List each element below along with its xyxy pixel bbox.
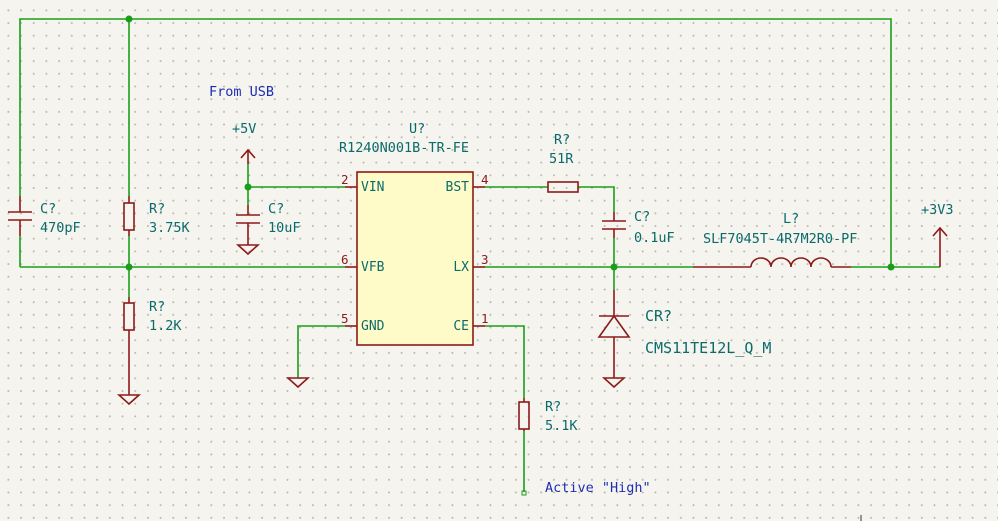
- note-active-high: Active "High": [545, 480, 651, 496]
- ground-symbol: [285, 377, 311, 389]
- wire-gnd-pin[interactable]: [297, 325, 345, 378]
- ic-regulator[interactable]: U? R1240N001B-TR-FE 2 6 5 4 3 1 VIN VFB …: [339, 121, 489, 346]
- power-flag-3v3-label: +3V3: [921, 202, 954, 218]
- ic-pin-name: LX: [453, 260, 469, 275]
- resistor-boost[interactable]: R? 51R: [547, 132, 579, 193]
- ic-value: R1240N001B-TR-FE: [339, 140, 469, 156]
- capacitor-boost[interactable]: C? 0.1uF: [602, 209, 675, 246]
- junction-dot: [610, 263, 618, 271]
- ic-pin-name: BST: [446, 180, 470, 195]
- junction-dot: [125, 15, 133, 23]
- wire-top-bus[interactable]: [19, 18, 892, 267]
- capacitor-input-value: 10uF: [268, 220, 301, 236]
- ic-pin-number: 3: [481, 252, 489, 267]
- capacitor-boost-value: 0.1uF: [634, 230, 675, 246]
- ic-pin-name: CE: [453, 319, 469, 334]
- resistor-divider-top[interactable]: R? 3.75K: [123, 196, 191, 236]
- wires: [19, 18, 940, 496]
- inductor-ref: L?: [783, 211, 799, 227]
- inductor-value: SLF7045T-4R7M2R0-PF: [703, 231, 857, 247]
- ic-pin-number: 4: [481, 172, 489, 187]
- capacitor-feedback-value: 470pF: [40, 220, 81, 236]
- note-from-usb: From USB: [209, 84, 274, 100]
- power-flag-5v[interactable]: +5V: [232, 121, 256, 164]
- diode-value: CMS11TE12L_Q_M: [645, 339, 771, 357]
- resistor-divider-top-ref: R?: [149, 201, 165, 217]
- capacitor-boost-ref: C?: [634, 209, 650, 225]
- resistor-enable-ref: R?: [545, 399, 561, 415]
- resistor-boost-value: 51R: [549, 151, 574, 167]
- resistor-enable-value: 5.1K: [545, 418, 578, 434]
- wire-end-terminal: [521, 490, 527, 496]
- capacitor-feedback[interactable]: C? 470pF: [8, 196, 81, 236]
- ic-ref: U?: [409, 121, 425, 137]
- junctions: [125, 15, 895, 271]
- resistor-divider-top-value: 3.75K: [149, 220, 191, 236]
- inductor[interactable]: L? SLF7045T-4R7M2R0-PF: [693, 211, 857, 268]
- junction-dot: [887, 263, 895, 271]
- ic-pin-name: GND: [361, 319, 385, 334]
- capacitor-input-ref: C?: [268, 201, 284, 217]
- ic-pin-name: VIN: [361, 180, 384, 195]
- ic-pin-number: 5: [341, 311, 349, 326]
- junction-dot: [125, 263, 133, 271]
- resistor-enable[interactable]: R? 5.1K: [518, 398, 578, 434]
- junction-dot: [244, 183, 252, 191]
- diode-ref: CR?: [645, 307, 672, 325]
- ground-symbol: [116, 385, 142, 406]
- ic-body[interactable]: [356, 171, 474, 346]
- ic-pin-number: 6: [341, 252, 349, 267]
- capacitor-feedback-ref: C?: [40, 201, 56, 217]
- wire-ce[interactable]: [485, 325, 525, 398]
- wire-bst-cap[interactable]: [578, 186, 615, 212]
- resistor-divider-bottom-value: 1.2K: [149, 318, 182, 334]
- resistor-boost-ref: R?: [554, 132, 570, 148]
- power-flag-3v3[interactable]: +3V3: [921, 202, 954, 267]
- capacitor-input[interactable]: C? 10uF: [235, 201, 301, 256]
- resistor-divider-bottom-ref: R?: [149, 299, 165, 315]
- diode-schottky[interactable]: CR? CMS11TE12L_Q_M: [597, 290, 771, 389]
- ic-pin-number: 2: [341, 172, 349, 187]
- ic-pin-number: 1: [481, 311, 489, 326]
- resistor-divider-bottom[interactable]: R? 1.2K: [123, 297, 182, 385]
- power-flag-5v-label: +5V: [232, 121, 256, 137]
- ic-pin-name: VFB: [361, 260, 385, 275]
